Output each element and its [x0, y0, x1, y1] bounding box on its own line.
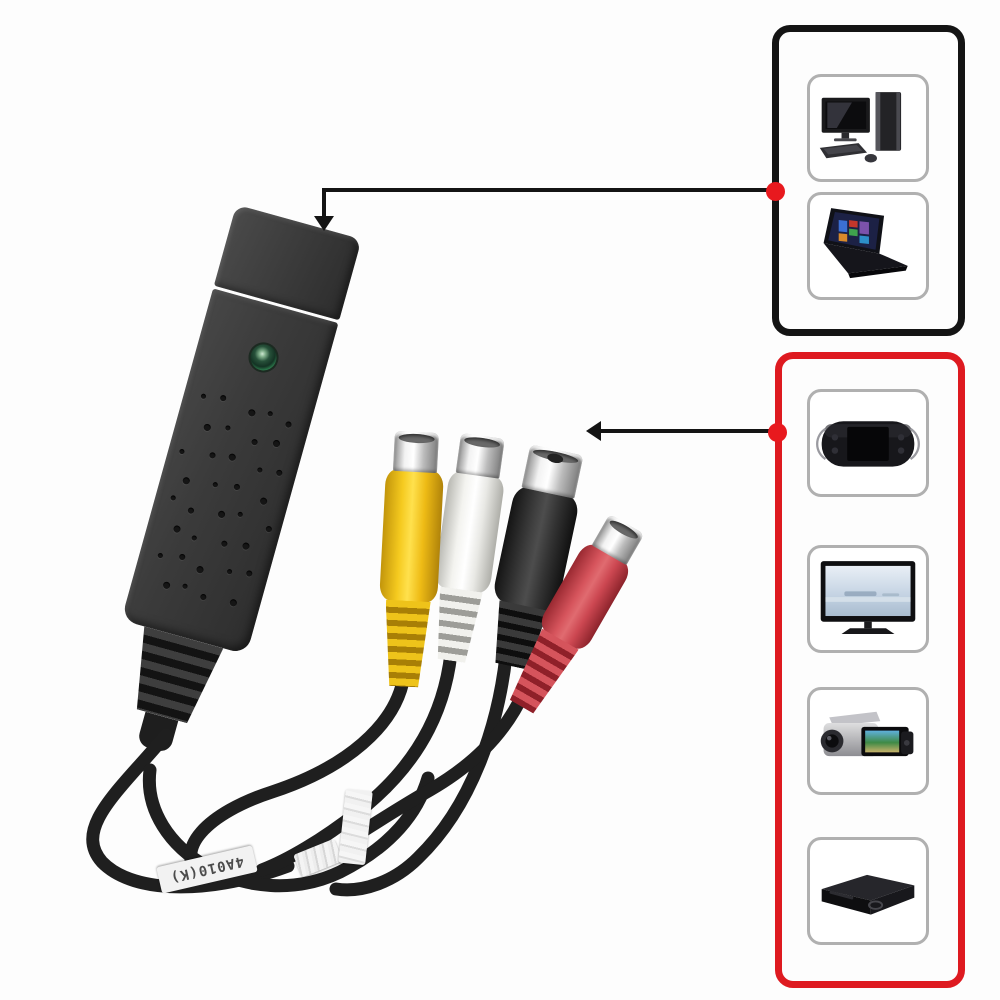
- desktop-computer-icon: [819, 92, 902, 163]
- arrow-to-device-drop: [322, 188, 326, 218]
- metal-tip: [392, 430, 439, 474]
- arrow-left-icon: [586, 421, 601, 441]
- cable-loop-1: [86, 728, 295, 894]
- camcorder-icon: [820, 711, 914, 757]
- cable-loop-2: [142, 763, 435, 893]
- metal-tip: [455, 432, 505, 479]
- tv-icon: [820, 561, 916, 634]
- arrow-down-icon: [314, 216, 334, 231]
- cable-red: [345, 685, 531, 845]
- dvd-player-tile: [807, 837, 929, 945]
- desktop-computer-tile: [807, 74, 929, 182]
- camcorder-tile: [807, 687, 929, 795]
- arrow-to-device-line: [322, 188, 775, 192]
- arrow-to-connectors-line: [600, 429, 777, 433]
- cable-yellow: [184, 669, 411, 887]
- yellow-barrel: [379, 468, 444, 604]
- computer-devices-panel: [772, 25, 965, 336]
- white-ribs: [430, 586, 483, 663]
- handheld-console-tile: [807, 389, 929, 497]
- laptop-icon: [823, 208, 908, 279]
- dvd-player-icon: [821, 874, 915, 915]
- cable-black: [329, 649, 513, 897]
- arrow-origin-dot: [768, 423, 787, 442]
- video-source-devices-panel: [775, 352, 965, 988]
- laptop-tile: [807, 192, 929, 300]
- arrow-origin-dot: [766, 182, 785, 201]
- tv-tile: [807, 545, 929, 653]
- handheld-console-icon: [816, 421, 920, 467]
- yellow-ribs: [381, 600, 430, 688]
